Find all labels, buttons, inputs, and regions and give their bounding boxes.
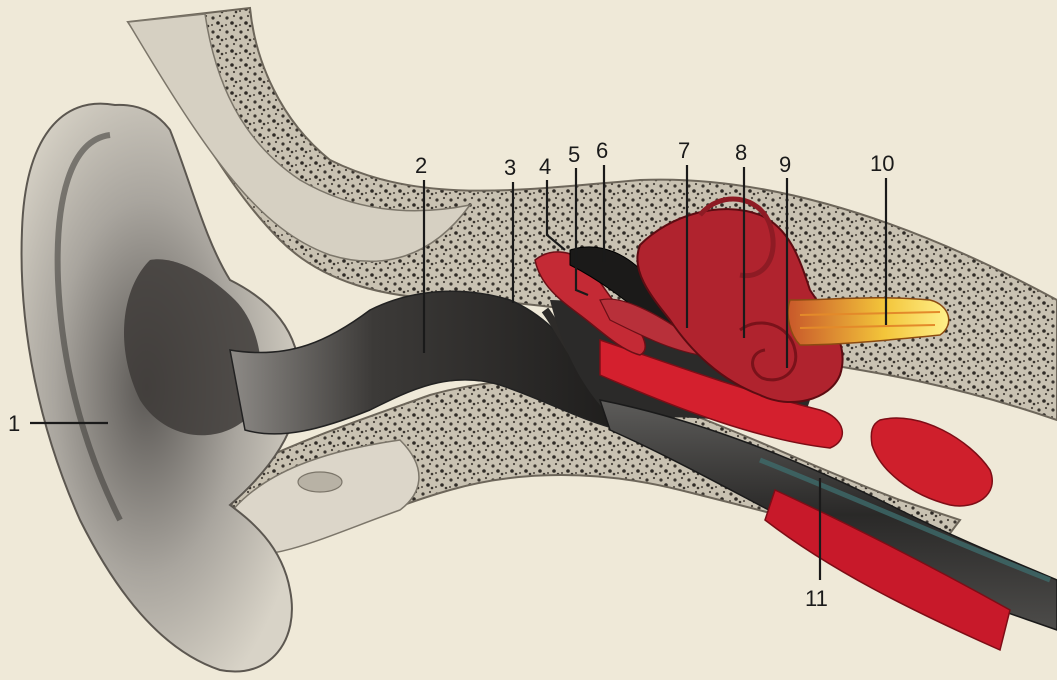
callout-label-2: 2 — [415, 153, 427, 178]
callout-label-6: 6 — [596, 138, 608, 163]
callout-label-3: 3 — [504, 155, 516, 180]
jugular-vein — [871, 418, 992, 506]
callout-label-8: 8 — [735, 140, 747, 165]
cartilage-window — [298, 472, 342, 492]
callout-label-7: 7 — [678, 138, 690, 163]
callout-label-4: 4 — [539, 154, 551, 179]
callout-label-5: 5 — [568, 142, 580, 167]
callout-label-1: 1 — [8, 411, 20, 436]
callout-label-10: 10 — [870, 151, 894, 176]
callout-label-9: 9 — [779, 152, 791, 177]
callout-label-11: 11 — [805, 586, 828, 611]
